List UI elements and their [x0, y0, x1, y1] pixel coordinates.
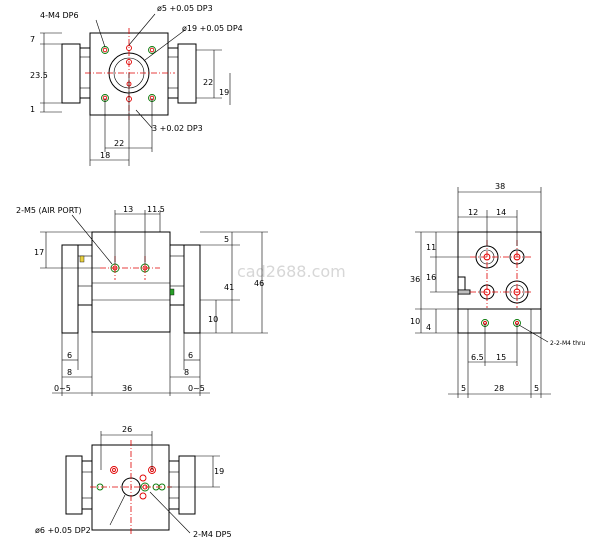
- dim-stroke-left: 0~5: [54, 384, 71, 393]
- side-dim-5-left: 5: [461, 384, 466, 393]
- side-dim-6-5: 6.5: [471, 353, 484, 362]
- top-view-left-jaw: [61, 43, 81, 104]
- side-dim-11: 11: [426, 243, 436, 252]
- label-thru: 2-2-M4 thru: [550, 340, 585, 347]
- label-counterbore: 4-M4 DP6: [40, 11, 79, 20]
- dim-13: 13: [123, 205, 133, 214]
- top-view-right-jaw: [177, 43, 197, 104]
- dim-8-left: 8: [67, 368, 72, 377]
- bottom-view-body: [91, 444, 170, 531]
- dim-22-horizontal: 22: [114, 139, 124, 148]
- dim-46: 46: [254, 279, 264, 288]
- bottom-dim-26: 26: [122, 425, 132, 434]
- side-view: 38 12 14 11 36 16 10 4 2-2-M4 thru 6.5 1…: [410, 182, 585, 398]
- dim-7: 7: [30, 35, 35, 44]
- dim-10: 10: [208, 315, 218, 324]
- side-dim-5-right: 5: [534, 384, 539, 393]
- dim-11-5: 11.5: [147, 205, 165, 214]
- label-center-bore: ø19 +0.05 DP4: [182, 24, 243, 33]
- label-pin-hole: ø5 +0.05 DP3: [157, 4, 213, 13]
- label-slot: 3 +0.02 DP3: [152, 124, 203, 133]
- dim-19-vertical: 19: [219, 88, 229, 97]
- side-dim-10: 10: [410, 317, 420, 326]
- front-view-left-jaw: [61, 244, 79, 334]
- dim-5: 5: [224, 235, 229, 244]
- side-dim-14: 14: [496, 208, 506, 217]
- bottom-view-right-jaw: [178, 455, 196, 515]
- dim-36: 36: [122, 384, 132, 393]
- side-view-body: [457, 231, 542, 310]
- bottom-view-left-jaw: [65, 455, 83, 515]
- dim-41: 41: [224, 283, 234, 292]
- dim-23-5: 23.5: [30, 71, 48, 80]
- top-hole-tr: [148, 46, 156, 54]
- watermark: cad2688.com: [237, 262, 346, 281]
- dim-22-vertical: 22: [203, 78, 213, 87]
- front-view: 2-M5 (AIR PORT) 13 11.5 17 5 41 46 10 6 …: [16, 205, 268, 396]
- dim-18-horizontal: 18: [100, 151, 110, 160]
- front-view-body: [91, 231, 171, 333]
- label-bottom-pin: ø6 +0.05 DP2: [35, 526, 91, 535]
- side-dim-38: 38: [495, 182, 505, 191]
- dim-1: 1: [30, 105, 35, 114]
- top-view: 4-M4 DP6 ø5 +0.05 DP3 ø19 +0.05 DP4 3 +0…: [30, 4, 243, 166]
- bottom-dim-19: 19: [214, 467, 224, 476]
- side-dim-4: 4: [426, 323, 431, 332]
- side-dim-15: 15: [496, 353, 506, 362]
- bottom-view: 26 19 ø6 +0.05 DP2 2-M4 DP5: [35, 425, 232, 539]
- label-air-port: 2-M5 (AIR PORT): [16, 206, 82, 215]
- dim-6-left: 6: [67, 351, 72, 360]
- dim-6-right: 6: [188, 351, 193, 360]
- dim-17: 17: [34, 248, 44, 257]
- dim-stroke-right: 0~5: [188, 384, 205, 393]
- front-view-right-jaw: [183, 244, 201, 334]
- side-dim-12: 12: [468, 208, 478, 217]
- side-dim-16: 16: [426, 273, 436, 282]
- label-bottom-tap: 2-M4 DP5: [193, 530, 232, 539]
- side-dim-36: 36: [410, 275, 420, 284]
- dim-8-right: 8: [184, 368, 189, 377]
- side-dim-28: 28: [494, 384, 504, 393]
